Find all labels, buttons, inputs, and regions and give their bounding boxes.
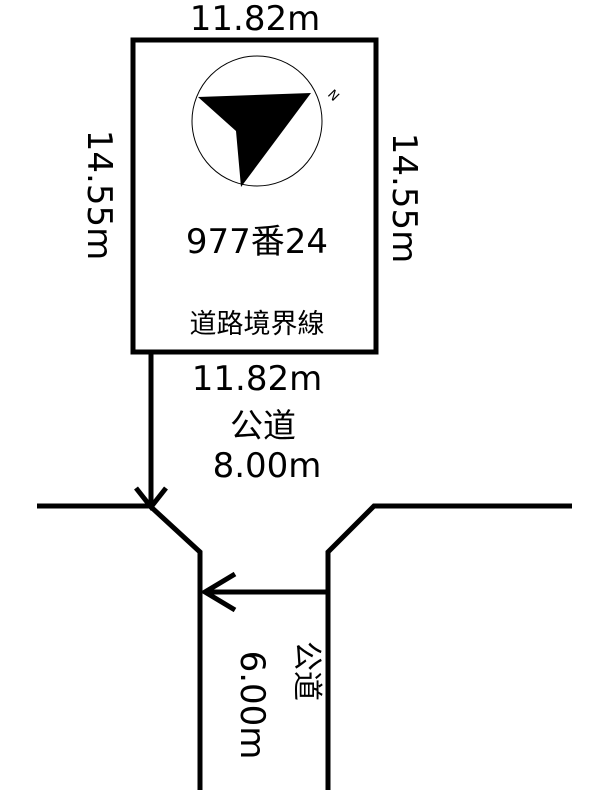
- side-road-width-arrow: [200, 571, 328, 613]
- north-arrow-icon: N: [191, 55, 342, 187]
- road-boundary-label: 道路境界線: [190, 309, 325, 340]
- north-label: N: [324, 87, 341, 104]
- lot-left-depth-label: 14.55m: [79, 130, 119, 260]
- main-road-name-label: 公道: [230, 406, 296, 445]
- main-road-width-label: 8.00m: [213, 446, 322, 486]
- lot-number-label: 977番24: [186, 222, 328, 262]
- lot-right-depth-label: 14.55m: [384, 133, 424, 263]
- road-outline: [37, 503, 572, 790]
- lot-bottom-width-label: 11.82m: [192, 359, 322, 399]
- side-road-width-label: 6.00m: [232, 651, 272, 760]
- side-road-name-label: 公道: [289, 641, 324, 701]
- lot-boundary: [130, 37, 379, 355]
- main-road-width-arrow: [134, 352, 168, 512]
- lot-top-width-label: 11.82m: [190, 0, 320, 39]
